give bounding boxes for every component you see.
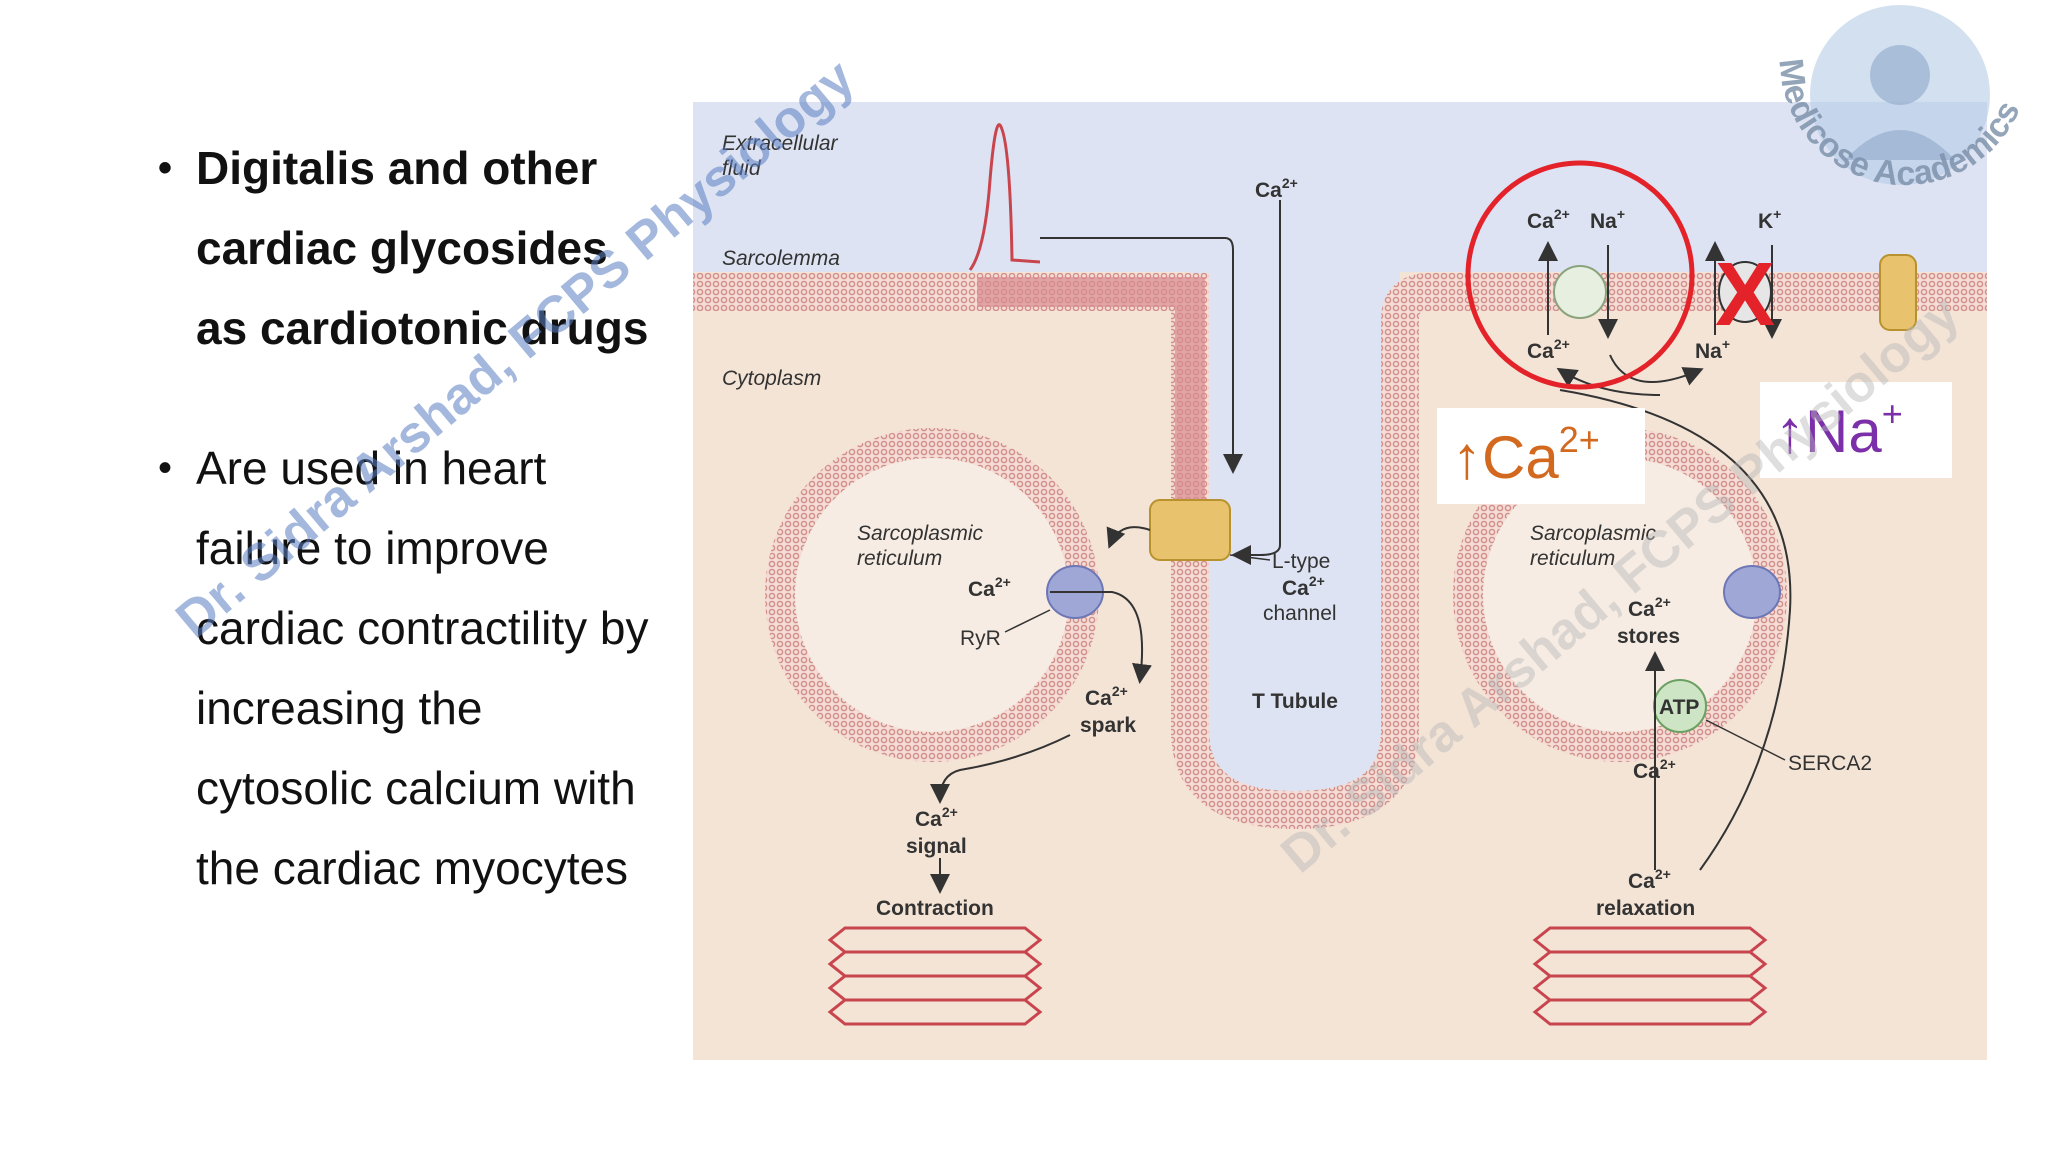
label-sr-left2: reticulum	[857, 547, 942, 570]
label-extracellular2: fluid	[722, 157, 762, 180]
logo-person-head	[1870, 45, 1930, 105]
label-k-ext: K+	[1758, 206, 1781, 233]
label-spark: spark	[1080, 714, 1136, 737]
action-potential-trace	[968, 123, 1041, 271]
bullet-dot: •	[158, 146, 173, 190]
ncx-highlight-circle	[1465, 160, 1695, 390]
label-sarcolemma: Sarcolemma	[722, 247, 840, 270]
label-ltype-channel: channel	[1263, 602, 1337, 625]
serca-pointer	[1705, 719, 1786, 761]
ltype-to-ryr-arrow	[1106, 526, 1151, 549]
ryr-pointer	[1004, 609, 1051, 633]
spark-signal-arrow	[930, 734, 1071, 804]
bullet-list: • Digitalis and other cardiac glycosides…	[150, 128, 670, 908]
depolarized-membrane	[977, 277, 1205, 500]
label-ca-ltype: Ca2+	[1282, 573, 1325, 600]
ncx-relax-curve	[1559, 389, 1792, 871]
bullet-text: Are used in heart failure to improve car…	[196, 442, 649, 894]
label-contraction: Contraction	[876, 897, 994, 920]
sr-left	[765, 428, 1099, 762]
label-relaxation: relaxation	[1596, 897, 1695, 920]
label-ncx-na-out: Na+	[1590, 206, 1625, 233]
label-ncx-ca-out: Ca2+	[1527, 206, 1570, 233]
label-extracellular: Extracellular	[722, 132, 839, 155]
ncx-na-curve	[1609, 354, 1704, 386]
label-signal: signal	[906, 835, 967, 858]
l-type-channel	[1149, 499, 1231, 561]
label-ca-relax: Ca2+	[1628, 866, 1671, 893]
label-atp: ATP	[1659, 696, 1699, 719]
label-serca2: SERCA2	[1788, 752, 1872, 775]
bullet-text: Digitalis and other cardiac glycosides a…	[196, 142, 649, 354]
logo-person-body	[1845, 130, 1955, 160]
ca-increase-box	[1437, 408, 1645, 504]
label-ca-uptake: Ca2+	[1633, 756, 1676, 783]
label-sr-right2: reticulum	[1530, 547, 1615, 570]
extracellular-region	[693, 102, 1987, 272]
label-ca-sr: Ca2+	[968, 574, 1011, 601]
l-type-pointer	[1229, 554, 1271, 561]
ncx-ca-curve	[1556, 367, 1661, 396]
sarcolemma-membrane	[693, 273, 1987, 830]
serca2-pump	[1723, 565, 1781, 619]
label-ncx-ca-in: Ca2+	[1527, 336, 1570, 363]
label-sr-left: Sarcoplasmic	[857, 522, 984, 545]
label-ca-spark: Ca2+	[1085, 683, 1128, 710]
ap-arrow	[1040, 237, 1243, 474]
inhibition-x-mark: X	[1715, 245, 1775, 345]
bullet-item-usage: • Are used in heart failure to improve c…	[150, 428, 670, 908]
label-ca-stores: Ca2+	[1628, 594, 1671, 621]
label-sr-right: Sarcoplasmic	[1530, 522, 1657, 545]
bullet-dot: •	[158, 446, 173, 490]
ca-influx-arrow	[1231, 200, 1281, 565]
t-tubule-lumen	[1190, 272, 1400, 820]
na-increase-label: ↑Na+	[1775, 393, 1903, 465]
label-stores: stores	[1617, 625, 1680, 648]
label-ca-signal: Ca2+	[915, 804, 958, 831]
myofilaments-left	[827, 926, 1043, 1026]
k-channel	[1879, 254, 1917, 331]
na-increase-box	[1760, 382, 1952, 478]
label-t-tubule: T Tubule	[1252, 690, 1338, 713]
ncx-exchanger	[1553, 265, 1607, 319]
ca-increase-label: ↑Ca2+	[1452, 419, 1600, 491]
myofilaments-right	[1532, 926, 1768, 1026]
label-ltype: L-type	[1272, 550, 1330, 573]
ryr-release-arrow	[1050, 591, 1152, 684]
bullet-item-digitalis: • Digitalis and other cardiac glycosides…	[150, 128, 670, 368]
label-ryr: RyR	[960, 627, 1001, 650]
label-ca-ext: Ca2+	[1255, 175, 1298, 202]
label-cytoplasm: Cytoplasm	[722, 367, 821, 390]
label-ncx-na-in: Na+	[1695, 336, 1730, 363]
